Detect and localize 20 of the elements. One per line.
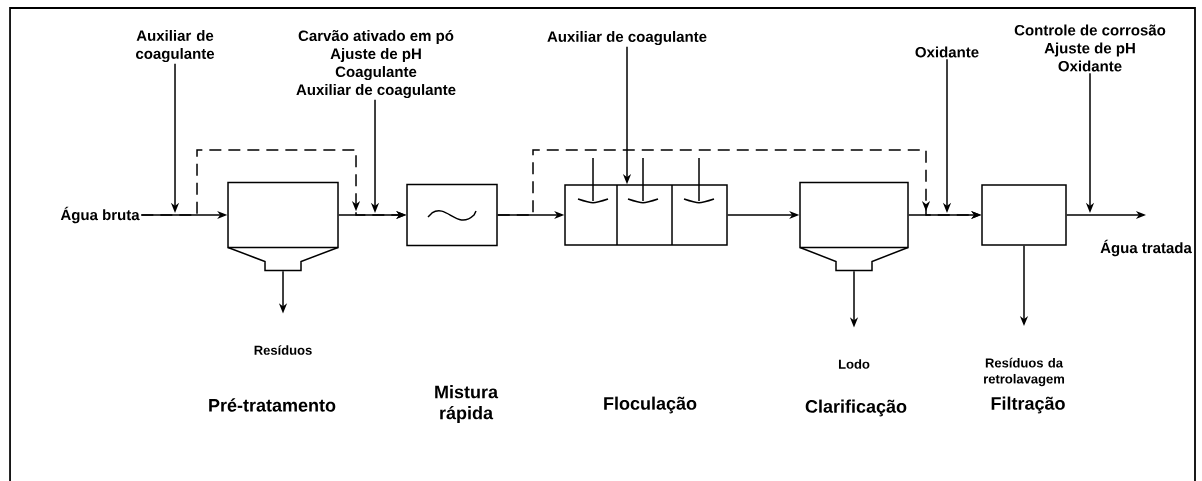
inlet-label: Água bruta [60, 206, 140, 224]
settling-tank [799, 181, 909, 272]
chemical-label: Auxiliar de coagulante [547, 30, 707, 45]
stage-label: Floculação [604, 396, 697, 414]
settling-tank [227, 181, 339, 272]
residue-label: Lodo [839, 359, 870, 369]
filter-box [981, 184, 1067, 246]
outlet-label: Água tratada [1100, 239, 1192, 257]
residue-label: Resíduos [254, 345, 312, 355]
residue-label: Resíduos da retrolavagem [984, 357, 1064, 387]
chemical-label: Controle de corrosão Ajuste de pH Oxidante [1014, 24, 1166, 72]
chemical-label: Auxiliar de coagulante [136, 29, 215, 62]
stage-label: Clarificação [805, 399, 907, 417]
flocculation-tank [564, 157, 728, 246]
stage-label: Pré-tratamento [209, 398, 336, 412]
stage-label: Filtração [991, 396, 1065, 414]
stage-label: Mistura rápida [435, 385, 499, 423]
rapid-mix-tank [406, 183, 498, 247]
chemical-label: Carvão ativado em pó Ajuste de pH Coagulante Auxiliar de coagulante [296, 29, 456, 99]
chemical-label: Oxidante [915, 46, 979, 58]
